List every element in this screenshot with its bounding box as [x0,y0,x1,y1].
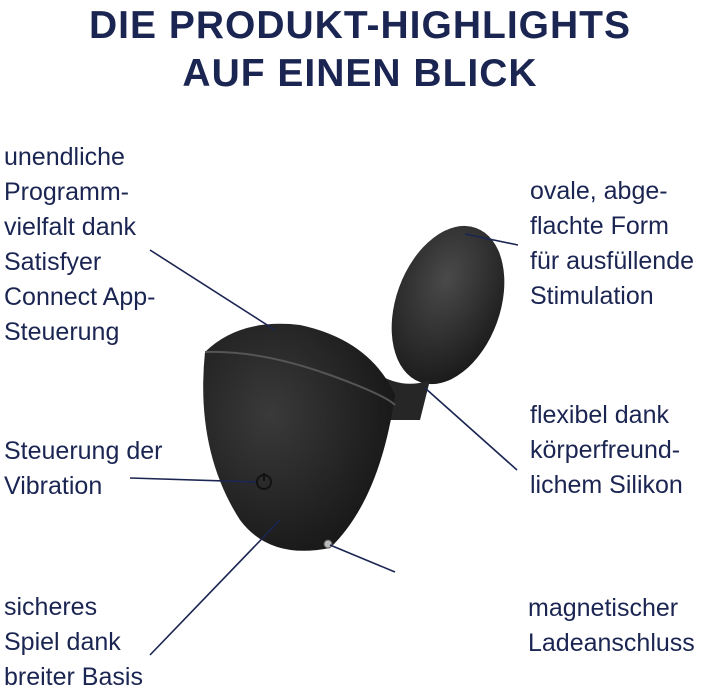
charging-port-icon [323,539,333,549]
callout-line-app [149,249,276,331]
page-title: DIE PRODUKT-HIGHLIGHTS AUF EINEN BLICK [88,4,631,95]
feature-app-control: unendliche Programm- vielfalt dank Satis… [4,143,156,346]
feature-silicone: flexibel dank körperfreund- lichem Silik… [530,401,683,499]
feature-vibration: Steuerung der Vibration [4,437,163,500]
callout-lines [129,233,519,656]
feature-charging: magnetischer Ladeanschluss [528,594,695,657]
callout-line-silicone [424,387,518,471]
power-icon [256,473,272,490]
callout-line-charging [329,544,396,573]
callout-line-base [149,519,281,656]
product-plug [203,225,505,551]
feature-base: sicheres Spiel dank breiter Basis [4,593,143,691]
callout-line-vibration [129,477,257,483]
feature-shape: ovale, abge- flachte Form für ausfüllend… [530,177,695,310]
callout-line-shape [464,233,519,246]
